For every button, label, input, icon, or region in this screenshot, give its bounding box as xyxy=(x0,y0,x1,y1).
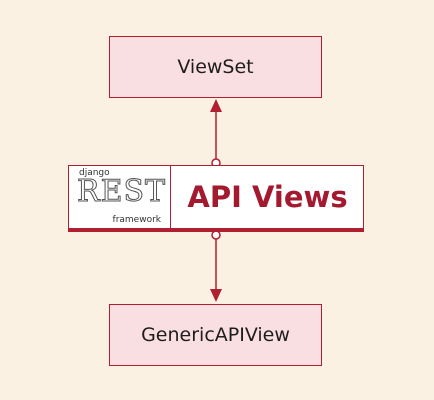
arrowhead-down-icon xyxy=(210,289,222,302)
api-views-title: API Views xyxy=(187,180,348,214)
connector-port-bottom-icon xyxy=(211,230,221,240)
logo-django-text: django xyxy=(79,168,110,178)
logo-rest-text: REST xyxy=(76,174,167,210)
logo-framework-text: framework xyxy=(112,215,161,225)
viewset-label: ViewSet xyxy=(177,56,254,78)
viewset-node: ViewSet xyxy=(109,36,322,98)
api-views-node: django REST framework API Views xyxy=(68,165,364,232)
genericapiview-node: GenericAPIView xyxy=(109,304,322,366)
genericapiview-label: GenericAPIView xyxy=(141,324,290,346)
django-rest-framework-logo: django REST framework xyxy=(69,166,171,228)
arrowhead-up-icon xyxy=(210,99,222,112)
